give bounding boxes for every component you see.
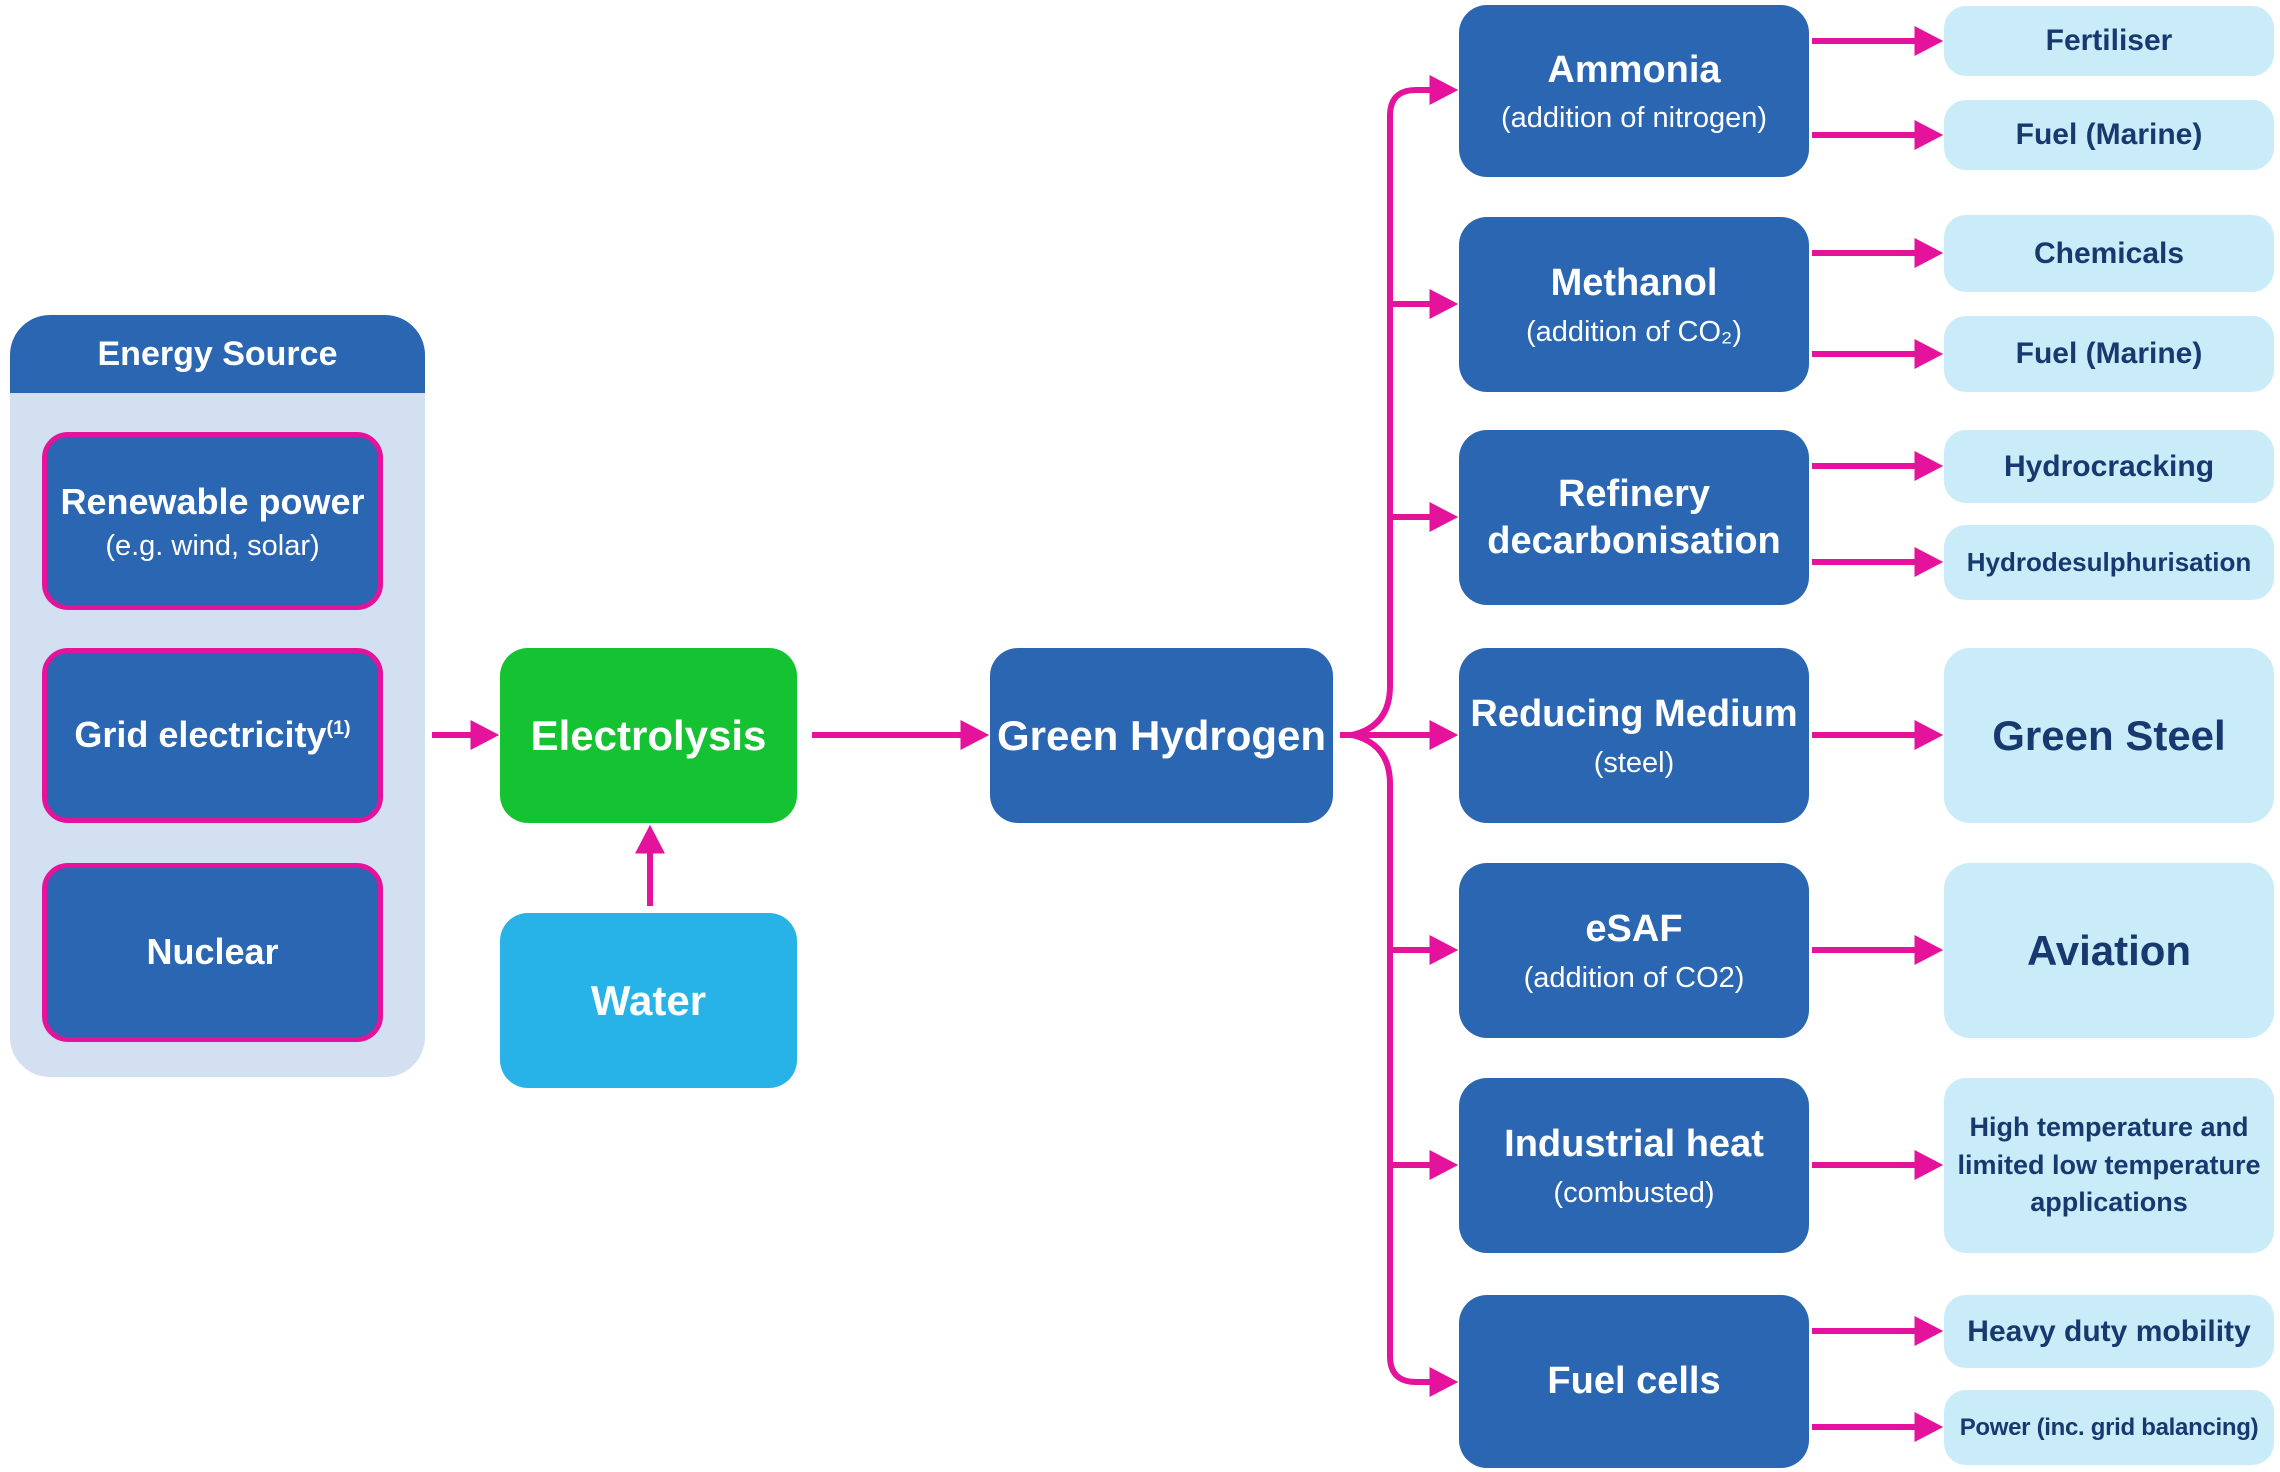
hydrocracking-label: Hydrocracking — [2003, 449, 2215, 483]
output-box-power-grid-balancing: Power (inc. grid balancing) — [1944, 1390, 2274, 1465]
industrial-heat-title: Industrial heat — [1504, 1123, 1764, 1166]
use-box-fuel-cells: Fuel cells — [1459, 1295, 1809, 1468]
output-box-chemicals: Chemicals — [1944, 215, 2274, 292]
heavy-duty-mobility-label: Heavy duty mobility — [1967, 1314, 2251, 1348]
water-box: Water — [500, 913, 797, 1088]
output-box-fuel-marine-1: Fuel (Marine) — [1944, 100, 2274, 170]
output-box-temperature-applications: High temperature and limited low tempera… — [1944, 1078, 2274, 1253]
chemicals-label: Chemicals — [2033, 236, 2185, 270]
use-box-refinery-decarbonisation: Refinery decarbonisation — [1459, 430, 1809, 605]
use-box-industrial-heat: Industrial heat (combusted) — [1459, 1078, 1809, 1253]
output-box-heavy-duty-mobility: Heavy duty mobility — [1944, 1295, 2274, 1368]
use-box-ammonia: Ammonia (addition of nitrogen) — [1459, 5, 1809, 177]
nuclear-label: Nuclear — [146, 931, 279, 973]
grid-electricity-label: Grid electricity(1) — [74, 712, 350, 759]
energy-box-renewable-power: Renewable power (e.g. wind, solar) — [42, 432, 383, 610]
branch-up-to-ammonia — [1351, 75, 1459, 738]
output-box-fertiliser: Fertiliser — [1944, 6, 2274, 76]
power-grid-balancing-label: Power (inc. grid balancing) — [1959, 1413, 2259, 1441]
fuel-cells-title: Fuel cells — [1547, 1360, 1721, 1403]
energy-source-header: Energy Source — [10, 315, 425, 393]
methanol-title: Methanol — [1550, 262, 1718, 305]
output-box-hydrodesulphurisation: Hydrodesulphurisation — [1944, 525, 2274, 600]
industrial-heat-subtitle: (combusted) — [1553, 1176, 1715, 1209]
renewable-power-label: Renewable power — [60, 481, 365, 523]
green-hydrogen-label: Green Hydrogen — [996, 711, 1327, 759]
energy-box-nuclear: Nuclear — [42, 863, 383, 1042]
grid-electricity-footnote: (1) — [326, 717, 351, 740]
ammonia-subtitle: (addition of nitrogen) — [1501, 102, 1767, 135]
aviation-label: Aviation — [2026, 926, 2192, 974]
fertiliser-label: Fertiliser — [2045, 24, 2173, 57]
refinery-title: Refinery decarbonisation — [1487, 473, 1781, 562]
esaf-title: eSAF — [1585, 908, 1683, 951]
water-label: Water — [590, 976, 707, 1024]
output-box-green-steel: Green Steel — [1944, 648, 2274, 823]
methanol-subtitle: (addition of CO₂) — [1526, 315, 1742, 348]
output-box-hydrocracking: Hydrocracking — [1944, 430, 2274, 503]
esaf-subtitle: (addition of CO2) — [1523, 961, 1745, 994]
electrolysis-box: Electrolysis — [500, 648, 797, 823]
ammonia-title: Ammonia — [1547, 48, 1721, 91]
output-box-aviation: Aviation — [1944, 863, 2274, 1038]
renewable-power-sublabel: (e.g. wind, solar) — [105, 529, 320, 562]
branch-down-to-fuel-cells — [1351, 732, 1459, 1397]
grid-electricity-text: Grid electricity — [74, 714, 327, 756]
green-steel-label: Green Steel — [1992, 711, 2226, 759]
reducing-medium-subtitle: (steel) — [1593, 746, 1675, 779]
fuel-marine-label-1: Fuel (Marine) — [2015, 118, 2203, 151]
fuel-marine-label-2: Fuel (Marine) — [2015, 337, 2203, 370]
output-box-fuel-marine-2: Fuel (Marine) — [1944, 316, 2274, 392]
use-box-esaf: eSAF (addition of CO2) — [1459, 863, 1809, 1038]
use-box-methanol: Methanol (addition of CO₂) — [1459, 217, 1809, 392]
energy-box-grid-electricity: Grid electricity(1) — [42, 648, 383, 823]
electrolysis-label: Electrolysis — [530, 711, 767, 759]
reducing-medium-title: Reducing Medium — [1470, 693, 1798, 736]
green-hydrogen-box: Green Hydrogen — [990, 648, 1333, 823]
temperature-applications-label: High temperature and limited low tempera… — [1957, 1111, 2261, 1218]
use-box-reducing-medium: Reducing Medium (steel) — [1459, 648, 1809, 823]
hydrodesulphurisation-label: Hydrodesulphurisation — [1966, 547, 2252, 577]
energy-source-title: Energy Source — [97, 334, 338, 373]
